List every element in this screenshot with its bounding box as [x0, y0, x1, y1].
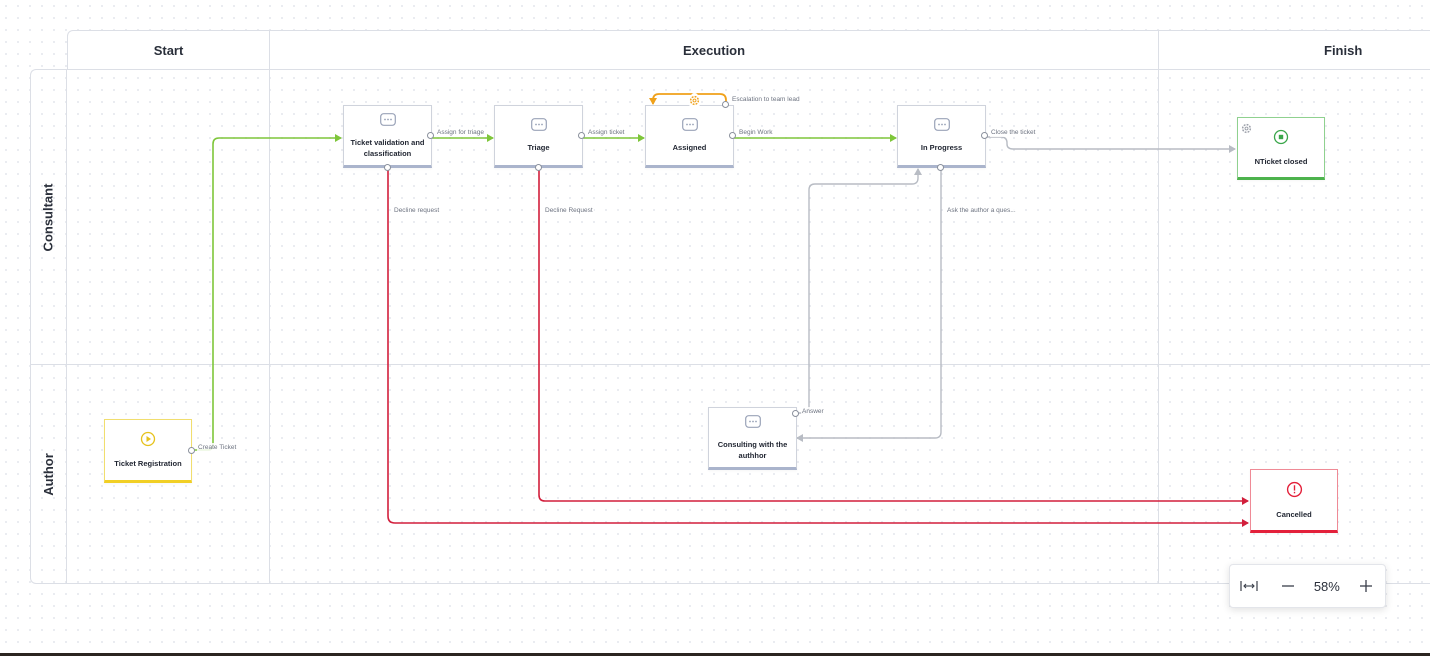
phase-header-execution: Execution [269, 30, 1159, 69]
node-label: Ticket validation and classification [350, 137, 425, 158]
lane-divider [30, 364, 1430, 365]
gear-icon[interactable] [1241, 121, 1252, 139]
phase-divider-2 [1158, 69, 1159, 584]
node-assigned[interactable]: Assigned [645, 105, 734, 168]
zoom-level: 58% [1313, 578, 1340, 594]
edge-label-begin-work[interactable]: Begin Work [738, 128, 774, 137]
port[interactable] [188, 447, 195, 454]
phase-title-finish: Finish [1324, 42, 1363, 58]
edge-label-assign-for-triage[interactable]: Assign for triage [436, 128, 485, 137]
edge-answer [797, 168, 922, 414]
play-icon [140, 431, 156, 452]
node-label: Assigned [672, 143, 707, 152]
port[interactable] [722, 101, 729, 108]
edge-decline-request-1 [387, 168, 1249, 527]
node-label: Ticket Registration [114, 459, 182, 468]
lane-consultant: Consultant [30, 69, 67, 365]
phase-title-execution: Execution [682, 42, 746, 58]
edge-label-ask-author[interactable]: Ask the author a ques... [946, 206, 1017, 215]
port[interactable] [427, 132, 434, 139]
node-in-progress[interactable]: In Progress [897, 105, 986, 168]
port[interactable] [981, 132, 988, 139]
edge-close-ticket [986, 136, 1236, 153]
edge-label-decline-request-1[interactable]: Decline request [393, 206, 441, 215]
fit-width-icon[interactable] [1236, 573, 1262, 599]
phase-title-start: Start [153, 42, 184, 58]
zoom-in-icon[interactable] [1353, 573, 1379, 599]
node-cancelled[interactable]: Cancelled [1250, 469, 1338, 533]
more-icon [933, 118, 950, 136]
port[interactable] [578, 132, 585, 139]
node-label: NTicket closed [1254, 156, 1308, 166]
more-icon [681, 118, 698, 136]
stop-circle-icon [1273, 129, 1289, 150]
edge-ask-author [796, 168, 942, 442]
edge-label-create-ticket[interactable]: Create Ticket [197, 443, 238, 452]
port[interactable] [384, 164, 391, 171]
zoom-out-icon[interactable] [1275, 573, 1301, 599]
swimlane-board [30, 69, 1430, 584]
more-icon [530, 118, 547, 136]
zoom-toolbar: 58% [1229, 564, 1386, 608]
node-label: Consulting with the authhor [717, 439, 788, 460]
node-label: Cancelled [1276, 509, 1312, 519]
port[interactable] [535, 164, 542, 171]
bottom-border [0, 653, 1430, 656]
node-label: Triage [527, 143, 550, 152]
phase-header-finish: Finish [1158, 30, 1430, 69]
phase-divider-1 [269, 69, 270, 584]
edge-label-escalation[interactable]: Escalation to team lead [731, 95, 801, 104]
node-ticket-registration[interactable]: Ticket Registration [104, 419, 192, 483]
port[interactable] [729, 132, 736, 139]
port[interactable] [792, 410, 799, 417]
edge-label-close-ticket[interactable]: Close the ticket [990, 128, 1037, 137]
edge-escalation [649, 93, 727, 105]
node-nticket-closed[interactable]: NTicket closed [1237, 117, 1325, 180]
more-icon [744, 414, 761, 433]
node-ticket-validation[interactable]: Ticket validation and classification [343, 105, 432, 168]
node-label: In Progress [920, 143, 963, 152]
edge-label-answer[interactable]: Answer [801, 407, 825, 416]
alert-circle-icon [1286, 481, 1303, 503]
phase-header-start: Start [67, 30, 270, 69]
escalation-gear-icon[interactable] [689, 93, 700, 111]
more-icon [379, 112, 396, 131]
node-consulting-author[interactable]: Consulting with the authhor [708, 407, 797, 470]
edge-label-decline-request-2[interactable]: Decline Request [544, 206, 594, 215]
edge-decline-request-2 [538, 168, 1249, 505]
lane-author: Author [30, 365, 67, 584]
edge-create-ticket [193, 134, 342, 451]
port[interactable] [937, 164, 944, 171]
edge-label-assign-ticket[interactable]: Assign ticket [587, 128, 626, 137]
node-triage[interactable]: Triage [494, 105, 583, 168]
